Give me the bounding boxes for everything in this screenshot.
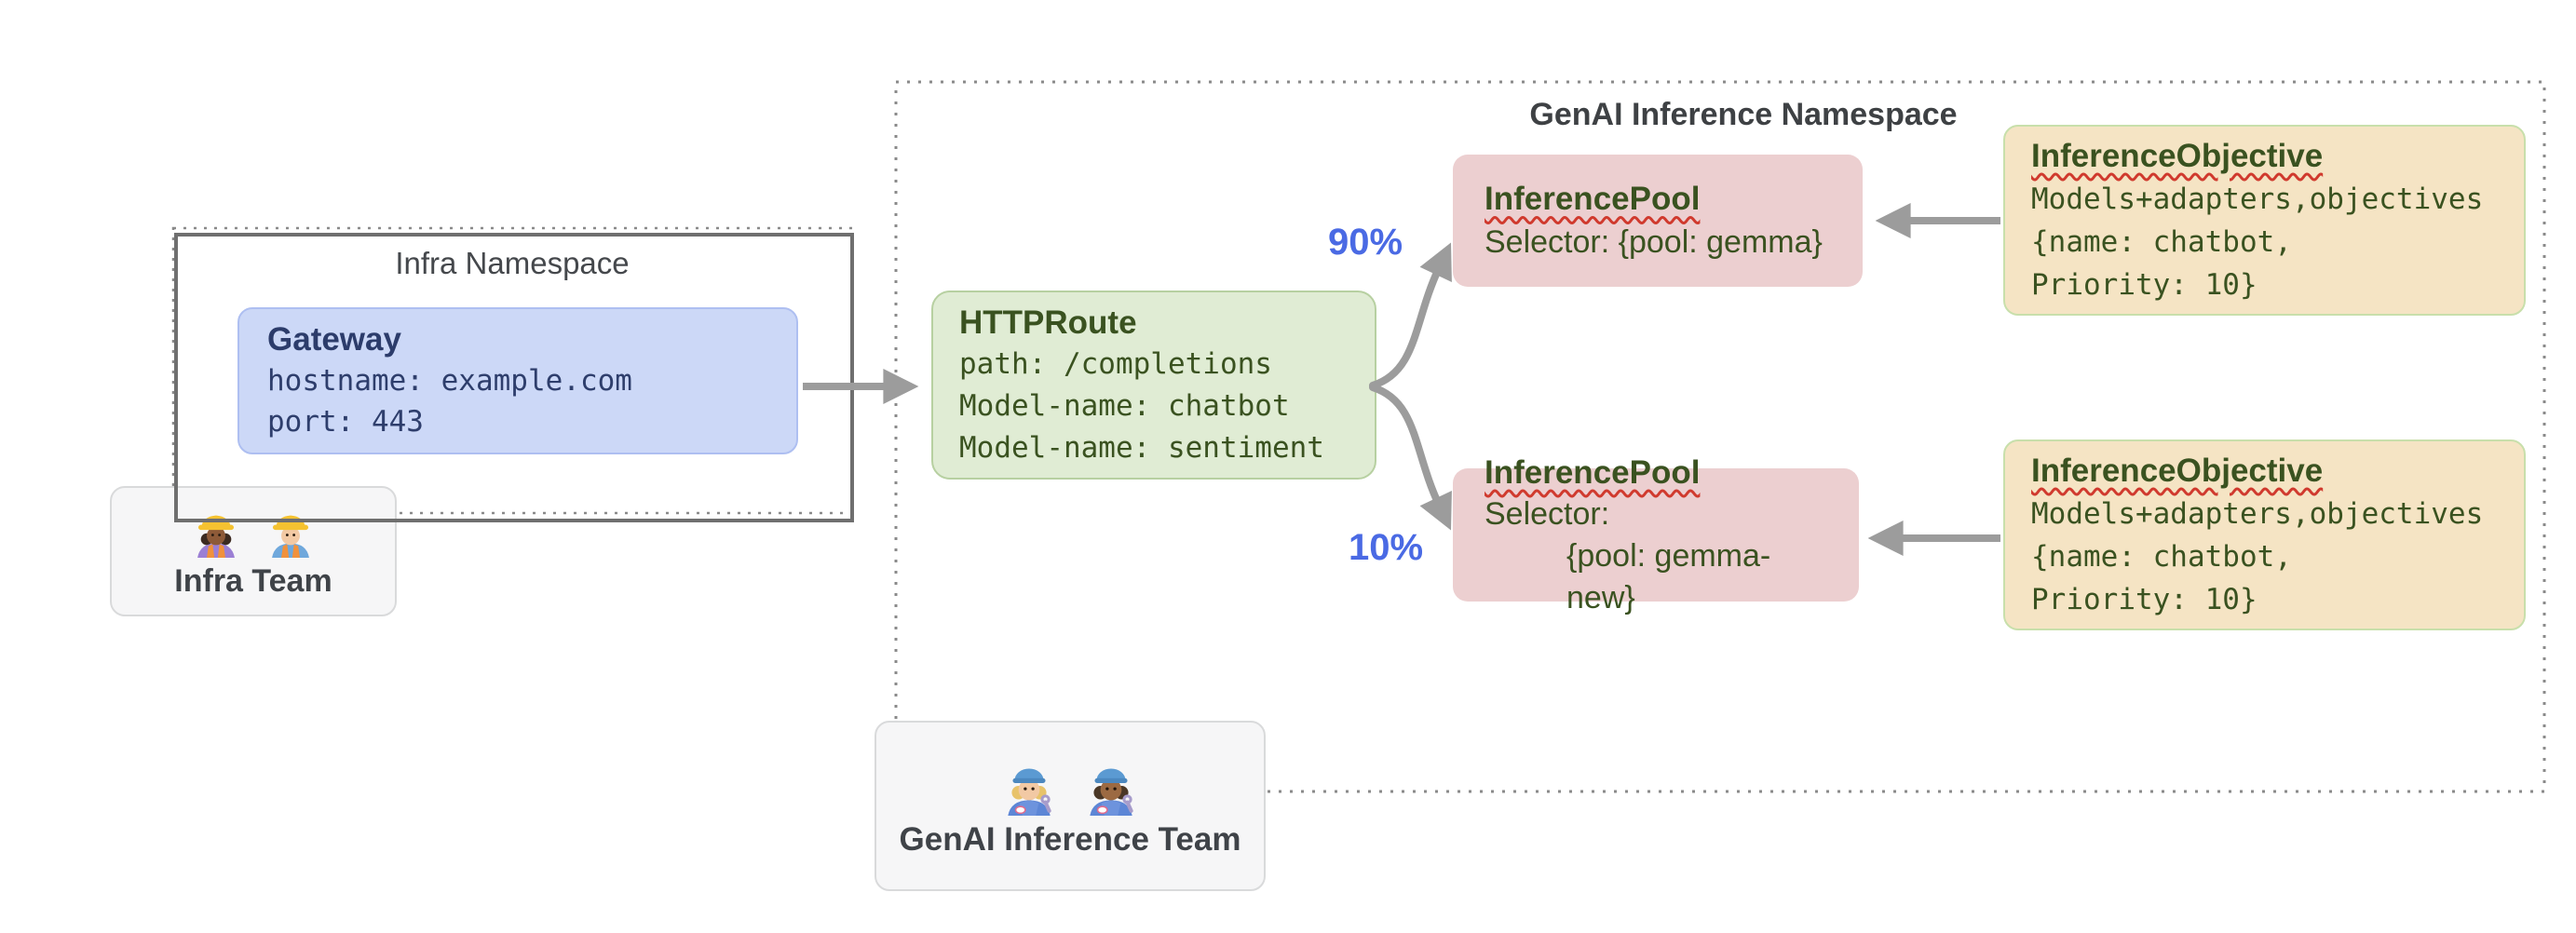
inference-objective-title: InferenceObjective bbox=[2031, 137, 2324, 174]
httproute-path: path: /completions bbox=[959, 346, 1272, 381]
man-mechanic-icon bbox=[1090, 767, 1133, 816]
infra-namespace-label: Infra Namespace bbox=[395, 246, 630, 280]
genai-team-badge: GenAI Inference Team bbox=[874, 721, 1266, 891]
split-90-label: 90% bbox=[1327, 222, 1403, 263]
inference-objective-models: Models+adapters,objectives bbox=[2031, 182, 2484, 216]
httproute-model-chatbot: Model-name: chatbot bbox=[959, 388, 1290, 423]
inference-pool-bottom-box: InferencePool Selector: {pool: gemma-new… bbox=[1453, 454, 1859, 615]
woman-mechanic-icon bbox=[1008, 767, 1051, 816]
inference-pool-title: InferencePool bbox=[1485, 181, 1701, 217]
inference-pool-selector-value: {pool: gemma-new} bbox=[1566, 537, 1771, 615]
httproute-to-pool-top-arrow bbox=[1369, 242, 1452, 389]
inference-pool-title: InferencePool bbox=[1485, 453, 1701, 491]
httproute-to-pool-bottom-arrow bbox=[1369, 384, 1452, 531]
inference-objective-title: InferenceObjective bbox=[2031, 452, 2324, 489]
genai-team-label: GenAI Inference Team bbox=[899, 820, 1241, 858]
split-10-label: 10% bbox=[1348, 527, 1424, 568]
inference-objective-name: {name: chatbot, bbox=[2031, 539, 2292, 574]
inference-pool-selector: Selector: {pool: gemma} bbox=[1485, 224, 1823, 260]
genai-team-avatars bbox=[998, 754, 1142, 816]
inference-objective-priority: Priority: 10} bbox=[2031, 582, 2257, 616]
inference-pool-top-box: InferencePool Selector: {pool: gemma} bbox=[1453, 155, 1863, 287]
httproute-box: HTTPRoute path: /completions Model-name:… bbox=[931, 291, 1376, 480]
inference-objective-top-box: InferenceObjective Models+adapters,objec… bbox=[2003, 125, 2526, 316]
inference-objective-priority: Priority: 10} bbox=[2031, 267, 2257, 302]
httproute-model-sentiment: Model-name: sentiment bbox=[959, 430, 1324, 465]
inference-pool-selector: Selector: bbox=[1485, 495, 1610, 532]
httproute-title: HTTPRoute bbox=[959, 304, 1137, 341]
genai-namespace-label: GenAI Inference Namespace bbox=[1529, 97, 1958, 132]
infra-team-label: Infra Team bbox=[174, 562, 332, 599]
inference-objective-name: {name: chatbot, bbox=[2031, 224, 2292, 259]
inference-objective-bottom-box: InferenceObjective Models+adapters,objec… bbox=[2003, 439, 2526, 630]
inference-objective-models: Models+adapters,objectives bbox=[2031, 496, 2484, 531]
